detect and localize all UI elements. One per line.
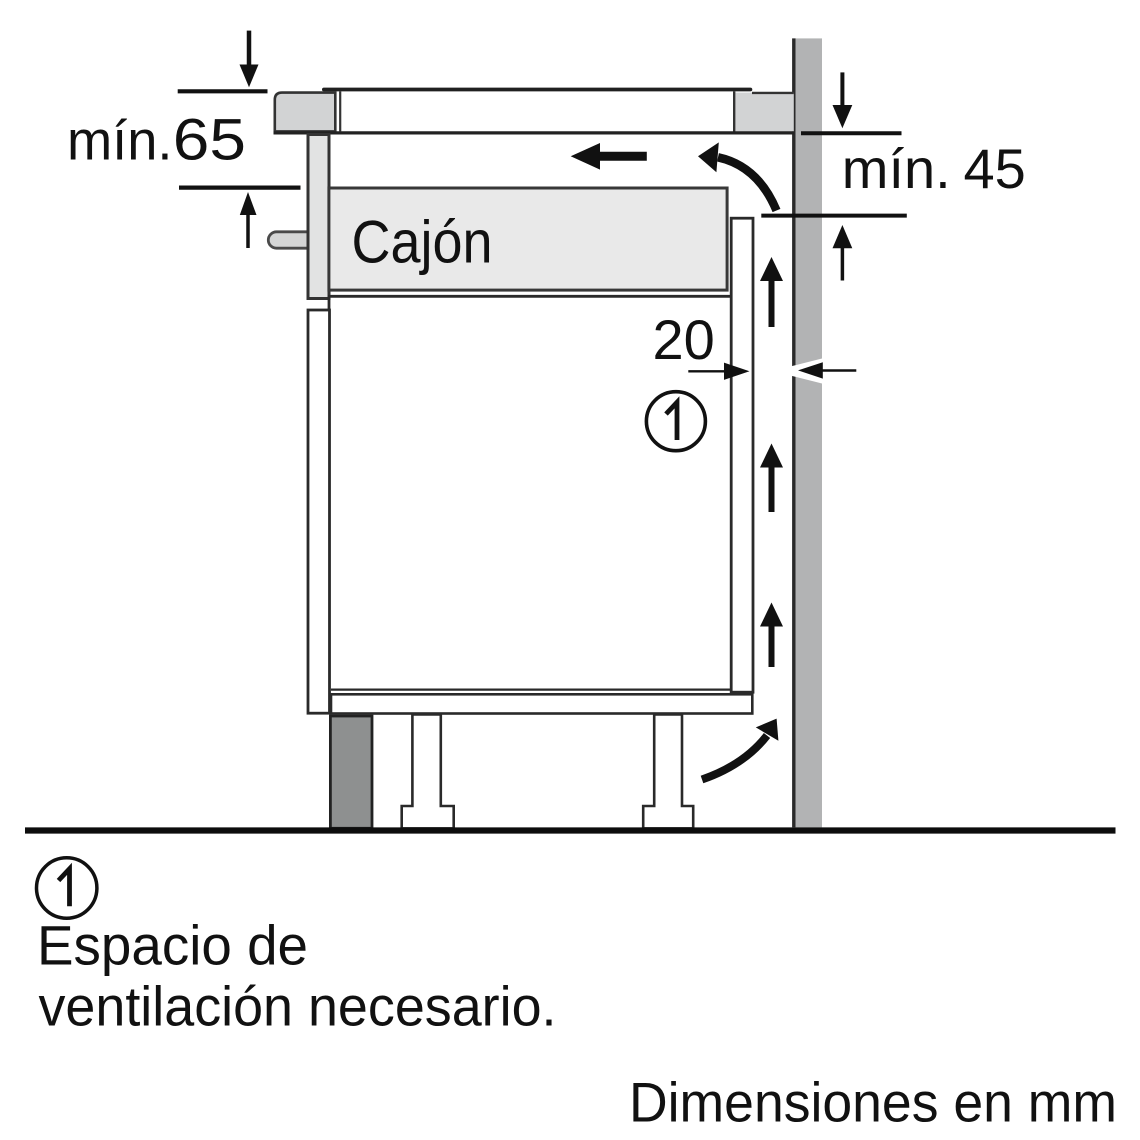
- svg-text:ventilación necesario.: ventilación necesario.: [39, 975, 557, 1038]
- svg-text:Cajón: Cajón: [352, 209, 493, 276]
- svg-text:mín.: mín.: [842, 137, 951, 200]
- svg-text:Espacio de: Espacio de: [37, 914, 308, 977]
- svg-text:Dimensiones en mm: Dimensiones en mm: [629, 1071, 1117, 1134]
- svg-text:65: 65: [173, 108, 246, 173]
- svg-text:mín.: mín.: [67, 109, 173, 172]
- svg-text:45: 45: [964, 137, 1026, 200]
- svg-text:20: 20: [653, 308, 715, 371]
